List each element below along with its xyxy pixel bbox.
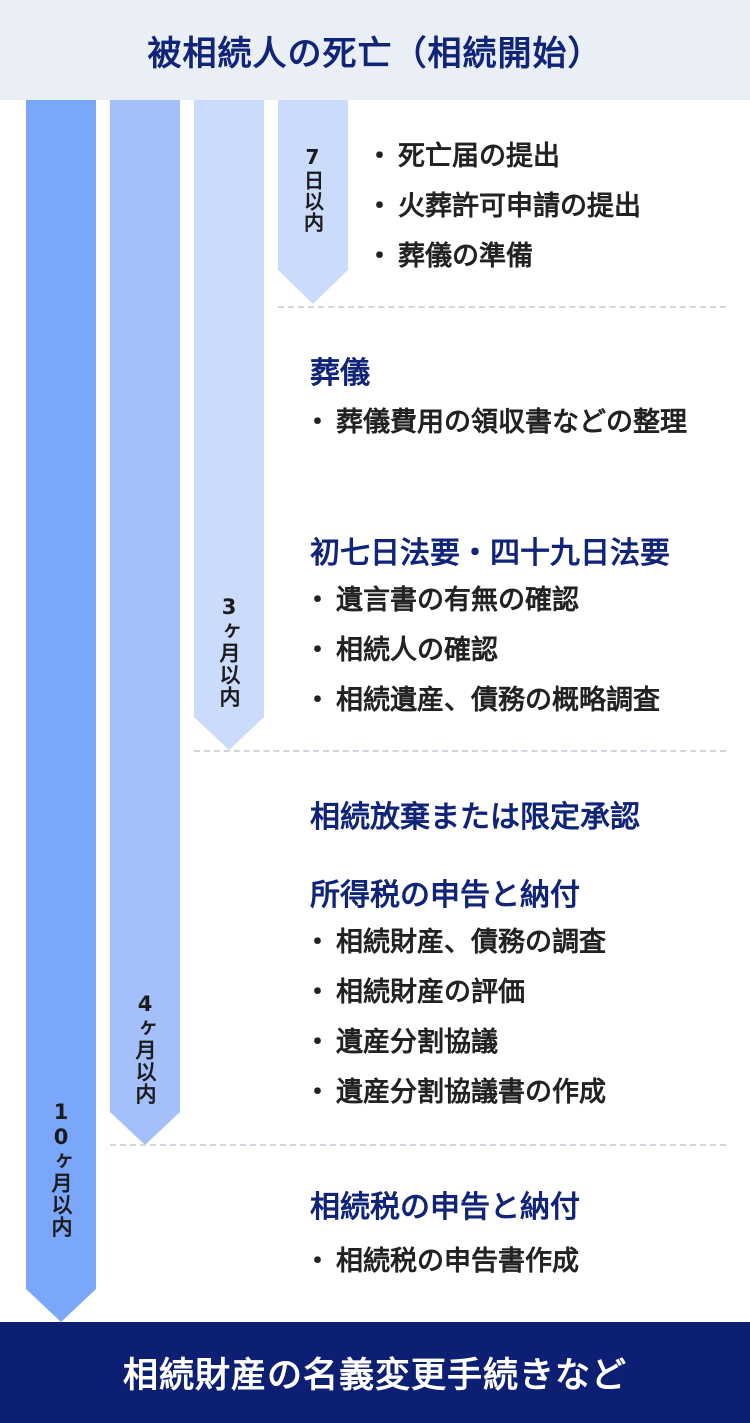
timeline-bar-3-months: 3ヶ月以内 bbox=[194, 100, 264, 750]
list-item: 相続人の確認 bbox=[304, 626, 740, 676]
timeline-label-7-days: 7日以内 bbox=[300, 145, 325, 233]
four-months-task-list: 相続財産、債務の調査 相続財産の評価 遺産分割協議 遺産分割協議書の作成 bbox=[304, 918, 730, 1118]
section-divider bbox=[110, 1144, 726, 1146]
list-item: 相続財産、債務の調査 bbox=[304, 918, 730, 968]
footer-title: 相続財産の名義変更手続きなど bbox=[122, 1356, 627, 1396]
list-item: 相続遺産、債務の概略調査 bbox=[304, 676, 740, 726]
list-item: 葬儀費用の領収書などの整理 bbox=[304, 400, 720, 446]
timeline-bar-4-months: 4ヶ月以内 bbox=[110, 100, 180, 1145]
section-heading-funeral: 葬儀 bbox=[310, 356, 370, 391]
list-item: 相続税の申告書作成 bbox=[304, 1237, 730, 1287]
section-heading-income-tax: 所得税の申告と納付 bbox=[310, 878, 580, 913]
section-divider bbox=[194, 750, 726, 752]
list-item: 葬儀の準備 bbox=[366, 232, 732, 282]
header-banner: 被相続人の死亡（相続開始） bbox=[0, 0, 750, 100]
header-title: 被相続人の死亡（相続開始） bbox=[147, 33, 603, 74]
section-heading-memorial-services: 初七日法要・四十九日法要 bbox=[310, 536, 670, 571]
timeline-bar-7-days: 7日以内 bbox=[278, 100, 348, 304]
timeline-label-3-months: 3ヶ月以内 bbox=[217, 595, 241, 708]
list-item: 火葬許可申請の提出 bbox=[366, 182, 732, 232]
list-item: 遺産分割協議書の作成 bbox=[304, 1068, 730, 1118]
funeral-task-list: 葬儀費用の領収書などの整理 bbox=[304, 400, 720, 446]
list-item: 遺言書の有無の確認 bbox=[304, 576, 740, 626]
list-item: 遺産分割協議 bbox=[304, 1018, 730, 1068]
section-heading-renunciation: 相続放棄または限定承認 bbox=[310, 800, 640, 835]
ten-months-task-list: 相続税の申告書作成 bbox=[304, 1237, 730, 1287]
list-item: 相続財産の評価 bbox=[304, 968, 730, 1018]
footer-banner: 相続財産の名義変更手続きなど bbox=[0, 1322, 750, 1423]
section-heading-inheritance-tax: 相続税の申告と納付 bbox=[310, 1190, 580, 1225]
timeline-bar-10-months: 10ヶ月以内 bbox=[26, 100, 96, 1322]
three-months-task-list: 遺言書の有無の確認 相続人の確認 相続遺産、債務の概略調査 bbox=[304, 576, 740, 726]
timeline-label-4-months: 4ヶ月以内 bbox=[133, 992, 157, 1105]
list-item: 死亡届の提出 bbox=[366, 132, 732, 182]
seven-days-task-list: 死亡届の提出 火葬許可申請の提出 葬儀の準備 bbox=[366, 132, 732, 282]
timeline-label-10-months: 10ヶ月以内 bbox=[49, 1100, 73, 1238]
section-divider bbox=[278, 306, 726, 308]
